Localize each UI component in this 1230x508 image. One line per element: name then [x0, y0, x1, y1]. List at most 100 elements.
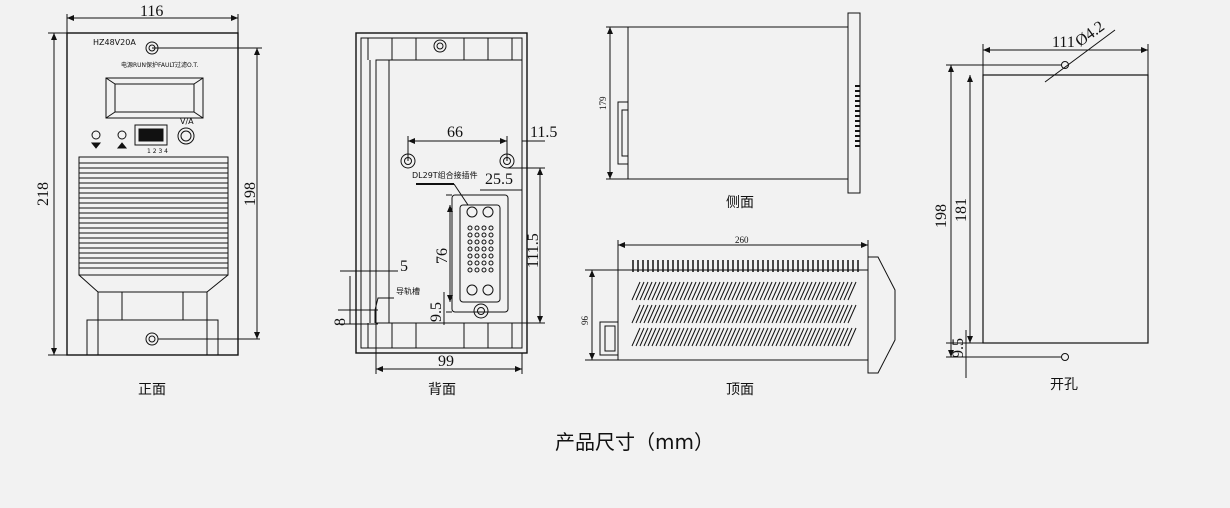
vent-slot	[667, 327, 677, 347]
vent-slot	[815, 327, 825, 347]
vent-slot	[691, 327, 701, 347]
heatsink-fin	[78, 232, 229, 239]
vent-slot	[819, 304, 829, 324]
vent-slot	[799, 281, 809, 301]
front-view: HZ48V20A 电源RUN 保护FAULT 过滤O.T. 1 2 3 4 V/…	[35, 3, 262, 398]
connector-power-pin	[482, 206, 494, 218]
heatsink-fin	[78, 262, 229, 269]
vent-slot	[767, 281, 777, 301]
vent-slot	[691, 304, 701, 324]
heatsink-fin	[78, 252, 229, 259]
vent-slot	[671, 327, 681, 347]
vent-slot	[783, 304, 793, 324]
dim-cutout-bottom-offset: 9.5	[950, 338, 967, 358]
vent-slot	[639, 327, 649, 347]
vent-slot	[775, 304, 785, 324]
led-labels: 电源RUN 保护FAULT 过滤O.T.	[121, 61, 198, 69]
cutout-hole-bottom	[1061, 353, 1069, 361]
dim-front-height-inner: 198	[242, 182, 259, 206]
vent-slot	[763, 304, 773, 324]
vent-slot	[747, 281, 757, 301]
vent-slot	[831, 281, 841, 301]
vent-slot	[735, 281, 745, 301]
side-terminal	[617, 101, 629, 165]
vent-slot	[703, 281, 713, 301]
vent-slot	[679, 327, 689, 347]
vent-slot	[775, 281, 785, 301]
heatsink-fin	[78, 192, 229, 199]
vent-slot	[755, 327, 765, 347]
vent-slot	[679, 304, 689, 324]
connector-pin	[481, 267, 487, 273]
dim-front-height-outer: 218	[35, 182, 52, 206]
connector-pin	[467, 253, 473, 259]
connector-pin	[481, 239, 487, 245]
vent-slot	[731, 327, 741, 347]
connector-pin	[474, 267, 480, 273]
vent-slot	[823, 327, 833, 347]
vent-slot	[659, 304, 669, 324]
dl29t-connector	[451, 194, 509, 313]
vent-slot	[703, 304, 713, 324]
vent-slot	[663, 327, 673, 347]
heatsink-fin	[78, 242, 229, 249]
vent-slot	[783, 281, 793, 301]
vent-slot	[799, 327, 809, 347]
vent-slot	[743, 304, 753, 324]
vent-slot	[631, 281, 641, 301]
connector-pin	[467, 239, 473, 245]
vent-slot	[827, 304, 837, 324]
back-body	[355, 32, 528, 354]
vent-slot	[791, 281, 801, 301]
vent-slot	[835, 281, 845, 301]
vent-slot	[843, 281, 853, 301]
vent-slot	[723, 281, 733, 301]
connector-pin	[474, 239, 480, 245]
vent-slot	[715, 304, 725, 324]
rail-label: 导轨槽	[396, 286, 420, 296]
vent-slot	[763, 327, 773, 347]
connector-power-pin	[466, 284, 478, 296]
vent-slot	[631, 327, 641, 347]
vent-slot	[675, 281, 685, 301]
front-body	[66, 32, 239, 356]
vent-slot	[799, 304, 809, 324]
vent-slot	[715, 281, 725, 301]
vent-slot	[671, 304, 681, 324]
dim-cutout-hole: Ø4.2	[1072, 18, 1108, 50]
vent-slot	[827, 281, 837, 301]
cutout-caption: 开孔	[1050, 377, 1078, 393]
vent-slot	[779, 281, 789, 301]
connector-pin	[481, 253, 487, 259]
vent-slot	[811, 304, 821, 324]
vent-slot	[835, 304, 845, 324]
vent-slot	[711, 281, 721, 301]
connector-pin	[474, 225, 480, 231]
connector-pin	[474, 260, 480, 266]
dim-back-conn-height: 76	[434, 248, 451, 264]
connector-pin	[481, 225, 487, 231]
vent-slot	[719, 281, 729, 301]
front-terminal-block: 1 2 3 4	[134, 124, 168, 155]
vent-slot	[727, 281, 737, 301]
led-label-run: 电源RUN	[121, 61, 146, 69]
front-display-window	[105, 77, 204, 119]
heatsink-fin	[78, 202, 229, 209]
vent-slot	[667, 304, 677, 324]
vent-slot	[747, 304, 757, 324]
connector-pin	[467, 260, 473, 266]
va-label: V/A	[180, 117, 194, 126]
vent-slot	[707, 327, 717, 347]
connector-pin	[474, 246, 480, 252]
dim-front-width: 116	[140, 3, 163, 20]
connector-pin	[488, 232, 494, 238]
front-lower-housing	[78, 274, 229, 356]
vent-slot	[679, 281, 689, 301]
vent-slot	[791, 327, 801, 347]
dim-side-height: 179	[598, 96, 608, 110]
vent-slot	[731, 304, 741, 324]
vent-slot	[815, 281, 825, 301]
side-caption: 侧面	[726, 195, 754, 211]
vent-slot	[699, 327, 709, 347]
vent-slot	[771, 327, 781, 347]
